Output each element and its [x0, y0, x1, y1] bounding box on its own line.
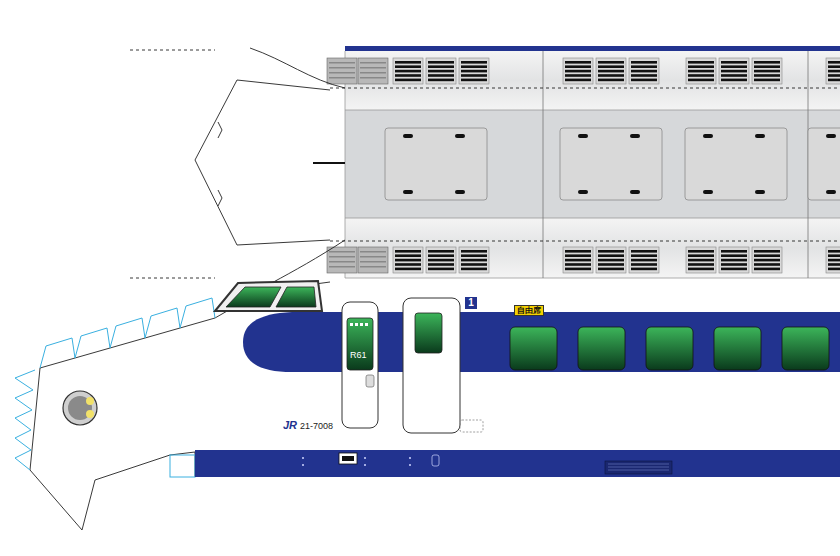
seat-class-sign: 自由席	[514, 305, 544, 316]
node-text: 自由席	[517, 307, 541, 315]
car-number-box: 1	[465, 297, 477, 309]
company-logo: JR	[283, 420, 297, 431]
node-text: 1	[468, 298, 474, 308]
car-serial-number: 21-7008	[300, 422, 333, 431]
destination-code: R61	[350, 351, 367, 360]
